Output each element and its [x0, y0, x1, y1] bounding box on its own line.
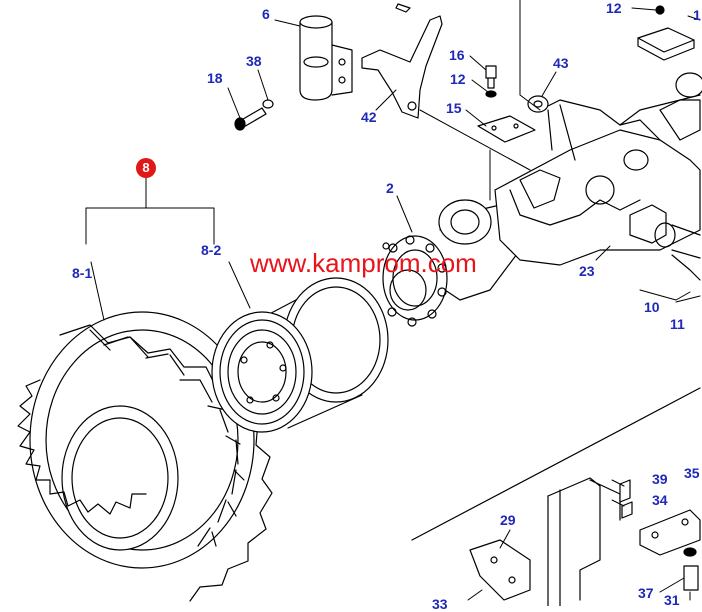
- callout-33[interactable]: 33: [432, 596, 448, 612]
- callout-8-2[interactable]: 8-2: [201, 242, 222, 258]
- frame-drawing: [411, 387, 701, 606]
- callout-42[interactable]: 42: [361, 109, 377, 125]
- callout-35[interactable]: 35: [684, 465, 700, 481]
- callout-15[interactable]: 15: [446, 100, 462, 116]
- callout-29[interactable]: 29: [500, 512, 516, 528]
- upper-parts-drawing: [234, 3, 695, 143]
- callout-31[interactable]: 31: [664, 592, 680, 608]
- axle-drawing: [382, 72, 702, 327]
- callout-8-highlight[interactable]: 8: [136, 158, 156, 178]
- rim-drawing: [211, 277, 389, 433]
- callout-16[interactable]: 16: [449, 47, 465, 63]
- callout-38[interactable]: 38: [246, 53, 262, 69]
- callout-43[interactable]: 43: [553, 55, 569, 71]
- callout-1[interactable]: 1: [693, 7, 701, 23]
- callout-2[interactable]: 2: [386, 180, 394, 196]
- callout-34[interactable]: 34: [652, 492, 668, 508]
- callout-12-right[interactable]: 12: [606, 0, 622, 16]
- tire-drawing: [17, 311, 273, 602]
- callout-8-1[interactable]: 8-1: [72, 265, 93, 281]
- callout-11[interactable]: 11: [670, 316, 685, 332]
- callout-12-upper[interactable]: 12: [450, 71, 466, 87]
- callout-18[interactable]: 18: [207, 70, 223, 86]
- callout-6[interactable]: 6: [262, 6, 270, 22]
- callout-39[interactable]: 39: [652, 471, 668, 487]
- callout-37[interactable]: 37: [638, 585, 654, 601]
- callout-10[interactable]: 10: [644, 299, 660, 315]
- leader-lines: [85, 0, 701, 601]
- callout-23[interactable]: 23: [579, 263, 595, 279]
- watermark-text: www.kamprom.com: [250, 248, 477, 278]
